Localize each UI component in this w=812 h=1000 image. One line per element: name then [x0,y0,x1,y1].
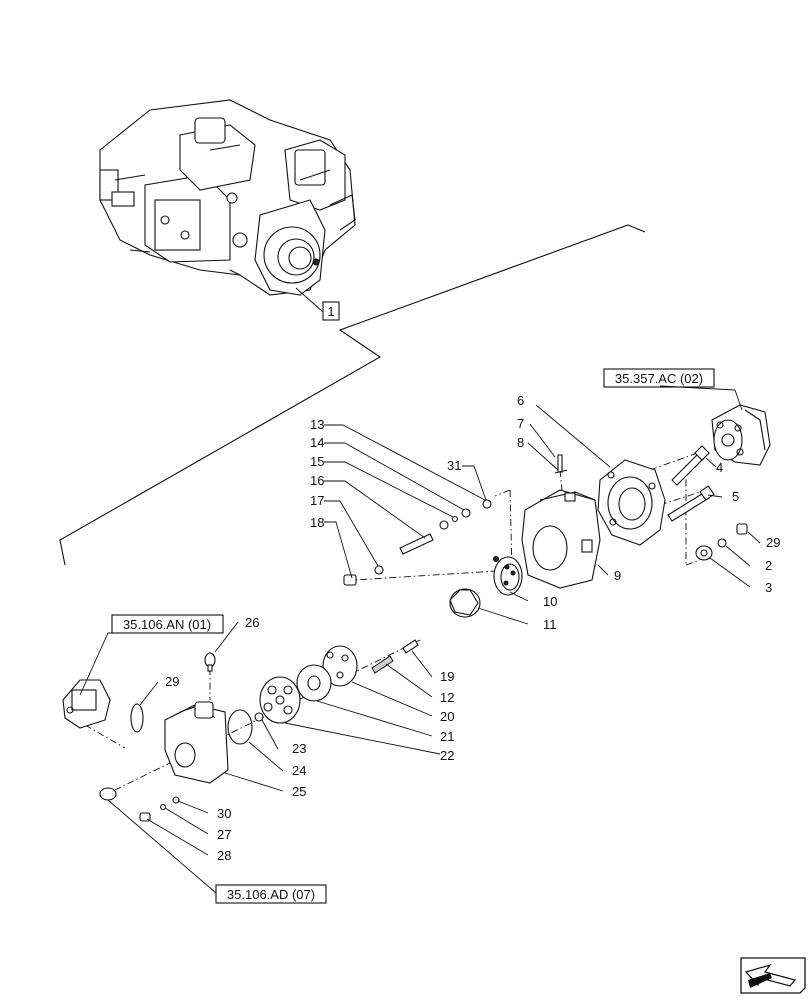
seal-30 [172,796,180,804]
callout-14: 14 [310,435,324,450]
plate-6 [597,459,666,546]
section-break-line [59,224,646,566]
callout-13: 13 [310,417,324,432]
nut-3 [695,545,713,561]
o-ring-29 [130,703,144,733]
callout-11: 11 [543,617,557,632]
callout-30: 30 [217,806,231,821]
callout-26: 26 [245,615,259,630]
reference-35357[interactable]: 35.357.AC (02) [603,368,743,411]
pin-8 [557,454,563,473]
callout-3: 3 [765,580,772,595]
callout-22: 22 [440,748,454,763]
callout-25: 25 [292,784,306,799]
rotating-group [254,639,419,724]
valve-components [343,499,492,586]
reference-35106ad-label: 35.106.AD (07) [227,887,315,902]
callout-24: 24 [292,763,306,778]
pump-assembly-illustration [99,99,356,296]
assembly-callout-label: 1 [327,304,334,319]
leader-lines [79,404,761,894]
callout-numbers: 2 3 4 5 6 7 8 9 10 11 12 13 14 15 16 17 … [165,393,780,863]
cup-11 [449,588,481,618]
housing-25 [164,701,229,784]
port-plate-10 [493,556,523,596]
callout-16: 16 [310,473,324,488]
housing-9 [521,489,601,589]
callout-8: 8 [517,435,524,450]
reference-35106an-label: 35.106.AN (01) [123,617,211,632]
plug [99,787,117,801]
callout-5: 5 [732,489,739,504]
reference-35106an[interactable]: 35.106.AN (01) [111,614,224,634]
assembly-callout[interactable]: 1 [295,287,340,321]
bolt-29 [736,523,748,535]
solenoid-illustration [62,679,111,729]
callout-17: 17 [310,493,324,508]
callout-21: 21 [440,729,454,744]
callout-4: 4 [716,460,723,475]
washer-27 [159,803,167,811]
callout-27: 27 [217,827,231,842]
reference-35357-label: 35.357.AC (02) [615,371,703,386]
reference-35106ad[interactable]: 35.106.AD (07) [215,884,327,904]
callout-12: 12 [440,690,454,705]
callout-9: 9 [614,568,621,583]
callout-7: 7 [517,416,524,431]
callout-2: 2 [765,558,772,573]
arrow-next-icon[interactable] [740,957,806,994]
callout-29-left: 29 [165,674,179,689]
washer-2 [717,538,727,548]
bolt-5 [667,485,715,522]
eye-bolt-26 [204,652,216,672]
callout-31: 31 [447,458,461,473]
callout-6: 6 [517,393,524,408]
callout-28: 28 [217,848,231,863]
bolt-4 [671,445,710,486]
callout-20: 20 [440,709,454,724]
key-7 [554,469,568,474]
auxiliary-pump-illustration [711,404,771,466]
callout-15: 15 [310,454,324,469]
o-ring-24 [227,709,253,745]
callout-23: 23 [292,741,306,756]
callout-18: 18 [310,515,324,530]
callout-10: 10 [543,594,557,609]
callout-29-right: 29 [766,535,780,550]
callout-19: 19 [440,669,454,684]
